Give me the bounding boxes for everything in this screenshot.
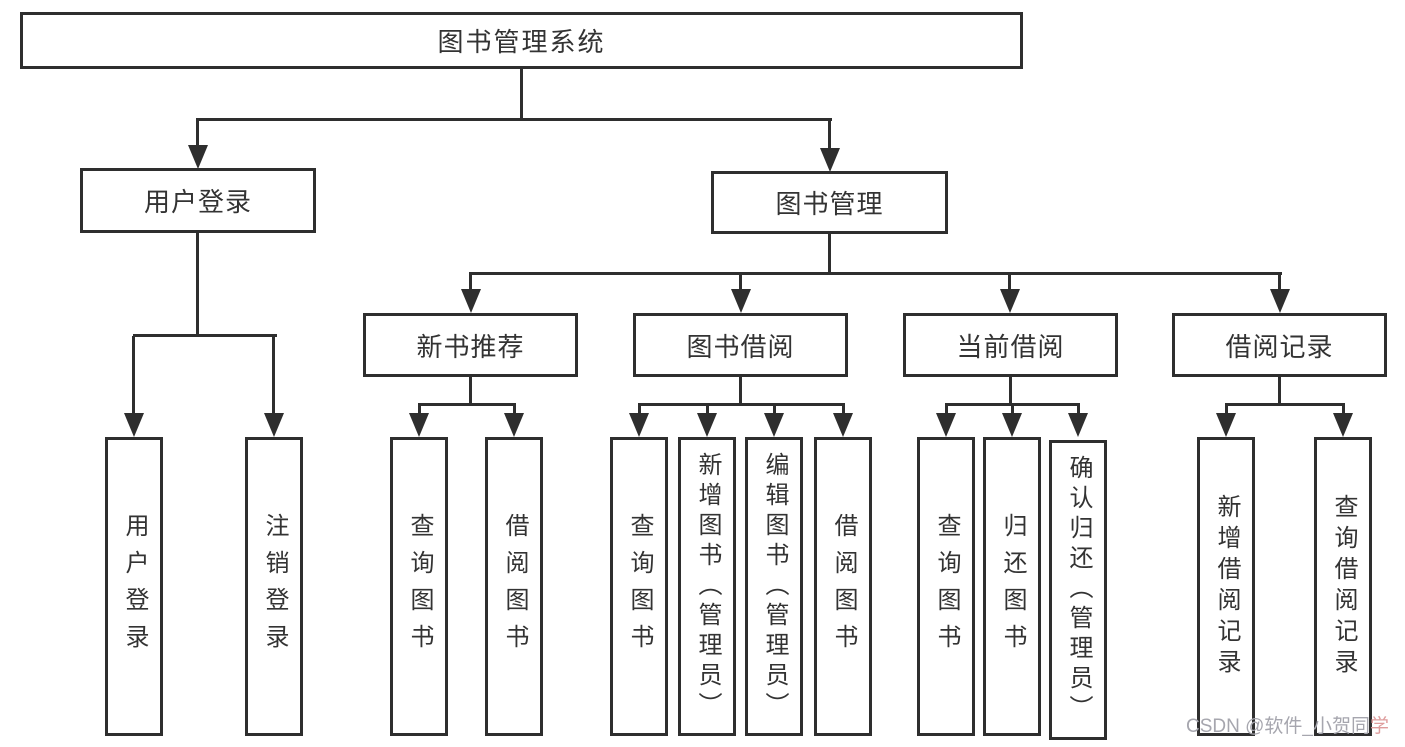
connector-current-trunk xyxy=(1009,377,1012,404)
connector-user-login-trunk xyxy=(196,233,199,336)
watermark-accent: 学 xyxy=(1369,716,1389,737)
node-add-book-admin: 新增图书（管理员） xyxy=(678,437,736,736)
node-label: 用户登录 xyxy=(143,187,252,217)
arrowhead-leaf xyxy=(1216,413,1236,437)
connector-recommend-branch xyxy=(418,403,516,406)
arrowhead-leaf xyxy=(697,413,717,437)
connector-drop xyxy=(773,405,776,417)
node-label: 编辑图书（管理员） xyxy=(761,451,788,722)
arrowhead-logout-leaf xyxy=(264,413,284,437)
arrowhead-current-borrow xyxy=(1000,289,1020,313)
node-label: 新书推荐 xyxy=(416,331,525,362)
connector-current-branch xyxy=(945,403,1080,406)
connector-drop xyxy=(945,405,948,417)
connector-drop xyxy=(638,405,641,417)
node-confirm-return-admin: 确认归还（管理员） xyxy=(1049,440,1107,740)
connector-root-branch xyxy=(196,118,832,121)
node-query-books-borrow: 查询图书 xyxy=(610,437,668,736)
arrowhead-book-mgmt xyxy=(820,148,840,172)
arrowhead-login-leaf xyxy=(124,413,144,437)
arrowhead-leaf xyxy=(764,413,784,437)
node-book-borrow: 图书借阅 xyxy=(633,313,848,377)
connector-drop xyxy=(1225,405,1228,417)
connector-drop xyxy=(1011,405,1014,417)
node-label: 查询图书 xyxy=(626,512,653,661)
node-label: 图书管理 xyxy=(775,189,884,219)
node-label: 新增图书（管理员） xyxy=(694,451,721,722)
connector-drop-new-book xyxy=(469,274,472,294)
arrowhead-new-book xyxy=(461,289,481,313)
node-borrow-books-recommend: 借阅图书 xyxy=(485,437,543,736)
node-query-books-current: 查询图书 xyxy=(917,437,975,736)
arrowhead-borrow-records xyxy=(1270,289,1290,313)
connector-borrow-trunk xyxy=(739,377,742,404)
connector-drop-logout-leaf xyxy=(272,336,275,417)
node-label: 借阅图书 xyxy=(830,512,857,661)
arrowhead-user-login xyxy=(188,145,208,169)
node-label: 当前借阅 xyxy=(956,331,1065,362)
node-logout-leaf: 注销登录 xyxy=(245,437,303,736)
node-label: 借阅记录 xyxy=(1225,331,1334,362)
node-login-user-leaf: 用户登录 xyxy=(105,437,163,736)
connector-book-mgmt-trunk xyxy=(828,234,831,274)
node-label: 查询图书 xyxy=(933,512,960,661)
arrowhead-leaf xyxy=(504,413,524,437)
node-label: 图书管理系统 xyxy=(437,27,606,57)
node-label: 确认归还（管理员） xyxy=(1065,455,1092,725)
node-label: 注销登录 xyxy=(261,512,288,661)
connector-user-login-branch xyxy=(133,334,277,337)
connector-drop xyxy=(706,405,709,417)
node-label: 借阅图书 xyxy=(501,512,528,661)
node-label: 查询借阅记录 xyxy=(1330,493,1357,680)
arrowhead-leaf xyxy=(1002,413,1022,437)
connector-drop-current-borrow xyxy=(1008,274,1011,294)
connector-drop xyxy=(418,405,421,417)
connector-drop-user-login xyxy=(196,120,199,148)
node-book-management: 图书管理 xyxy=(711,171,948,234)
node-label: 查询图书 xyxy=(406,512,433,661)
connector-drop xyxy=(842,405,845,417)
node-label: 归还图书 xyxy=(999,512,1026,661)
node-return-books: 归还图书 xyxy=(983,437,1041,736)
connector-records-trunk xyxy=(1278,377,1281,404)
arrowhead-leaf xyxy=(1333,413,1353,437)
connector-drop xyxy=(513,405,516,417)
arrowhead-leaf xyxy=(936,413,956,437)
node-edit-book-admin: 编辑图书（管理员） xyxy=(745,437,803,736)
connector-drop-book-mgmt xyxy=(828,120,831,150)
node-label: 用户登录 xyxy=(121,512,148,661)
node-query-books-recommend: 查询图书 xyxy=(390,437,448,736)
node-new-book-recommend: 新书推荐 xyxy=(363,313,578,377)
connector-drop-login-leaf xyxy=(132,336,135,417)
csdn-watermark: CSDN @软件_小贺同学 xyxy=(1186,711,1389,738)
node-add-borrow-record: 新增借阅记录 xyxy=(1197,437,1255,736)
node-borrow-books-leaf: 借阅图书 xyxy=(814,437,872,736)
node-current-borrow: 当前借阅 xyxy=(903,313,1118,377)
arrowhead-leaf xyxy=(833,413,853,437)
connector-book-mgmt-branch xyxy=(469,272,1282,275)
arrowhead-leaf xyxy=(1068,413,1088,437)
arrowhead-leaf xyxy=(629,413,649,437)
node-label: 图书借阅 xyxy=(686,331,795,362)
connector-drop xyxy=(1342,405,1345,417)
connector-drop-borrow-records xyxy=(1278,274,1281,294)
arrowhead-leaf xyxy=(409,413,429,437)
node-label: 新增借阅记录 xyxy=(1213,493,1240,680)
node-user-login: 用户登录 xyxy=(80,168,316,233)
connector-records-branch xyxy=(1225,403,1345,406)
arrowhead-book-borrow xyxy=(731,289,751,313)
node-borrow-records: 借阅记录 xyxy=(1172,313,1387,377)
connector-recommend-trunk xyxy=(469,377,472,404)
watermark-text: CSDN @软件_小贺同 xyxy=(1186,716,1370,737)
connector-root-trunk xyxy=(520,69,523,121)
node-query-borrow-record: 查询借阅记录 xyxy=(1314,437,1372,736)
connector-borrow-branch xyxy=(638,403,845,406)
node-system-root: 图书管理系统 xyxy=(20,12,1023,69)
connector-drop xyxy=(1077,405,1080,417)
connector-drop-book-borrow xyxy=(739,274,742,294)
